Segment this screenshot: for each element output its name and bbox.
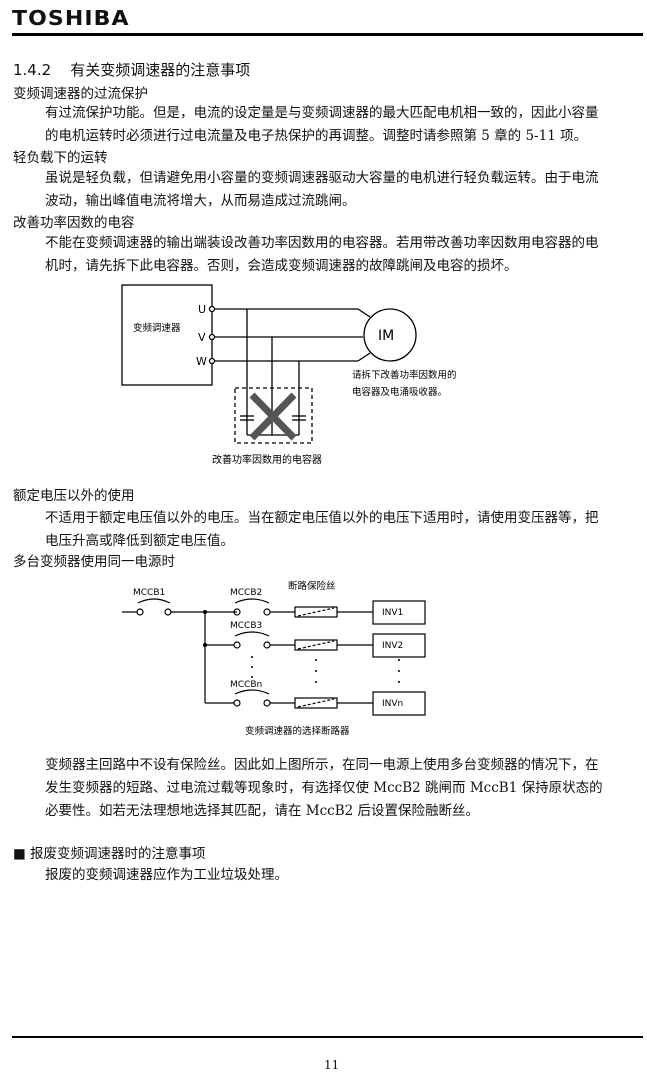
paragraph-line: 不能在变频调速器的输出端装设改善功率因数用的电容器。若用带改善功率因数用电容器的… [45, 235, 599, 251]
heading-multiple-inverters: 多台变频器使用同一电源时 [13, 554, 175, 570]
inv1-label: INV1 [382, 608, 403, 618]
breaker-part [294, 639, 338, 651]
paragraph-line: 报废的变频调速器应作为工业垃圾处理。 [45, 867, 288, 883]
inverter-label: 变频调速器 [133, 322, 181, 334]
paragraph-line: 变频器主回路中不设有保险丝。因此如上图所示，在同一电源上使用多台变频器的情况下，… [45, 757, 599, 773]
header-rule [12, 33, 643, 36]
paragraph-line: 虽说是轻负载，但请避免用小容量的变频调速器驱动大容量的电机进行轻负载运转。由于电… [45, 170, 599, 186]
breaker-diagram: MCCB1 MCCB2 MCCB3 MCCBn 断路保险丝 INV1 INV2 … [122, 580, 426, 737]
mccbn-label: MCCBn [230, 680, 262, 690]
breaker-part [263, 641, 271, 649]
mccb1-label: MCCB1 [133, 588, 165, 598]
heading-light-load: 轻负载下的运转 [13, 150, 108, 166]
diagram-caption: 改善功率因数用的电容器 [212, 453, 322, 466]
mccb3-label: MCCB3 [230, 621, 262, 631]
breaker-part [233, 699, 241, 707]
inverter-box [372, 600, 426, 625]
paragraph-line: 发生变频器的短路、过电流过载等现象时，有选择仅使 MccB2 跳闸而 MccB1… [45, 780, 603, 796]
diagram-caption: 变频调速器的选择断路器 [245, 725, 350, 737]
terminal-u: U [198, 303, 206, 316]
section-number: 1.4.2 [13, 61, 52, 79]
page-number: 11 [324, 1058, 340, 1072]
heading-overcurrent: 变频调速器的过流保护 [13, 86, 148, 102]
invn-label: INVn [382, 699, 403, 709]
terminal-w: W [196, 355, 207, 368]
cross-out-icon [249, 392, 297, 441]
motor-label: IM [378, 328, 394, 344]
heading-rated-voltage: 额定电压以外的使用 [13, 488, 135, 504]
toshiba-logo: TOSHIBA [12, 6, 130, 30]
paragraph-line: 电压升高或降低到额定电压值。 [45, 533, 234, 549]
paragraph-line: 有过流保护功能。但是，电流的设定量是与变频调速器的最大匹配电机相一致的，因此小容… [45, 105, 599, 121]
breaker-part [234, 631, 270, 637]
section-title: 1.4.2 有关变频调速器的注意事项 [13, 59, 250, 80]
capacitor-diagram: 变频调速器 U V W IM 请拆下改善功率因数用的 电容器及电涌吸收器。 改善… [121, 284, 457, 466]
fuse-label: 断路保险丝 [288, 580, 336, 592]
breaker-part [294, 697, 338, 709]
breaker-part [297, 607, 335, 617]
note-line: 电容器及电涌吸收器。 [352, 386, 447, 398]
terminal-v: V [198, 331, 206, 344]
paragraph-line: 必要性。如若无法理想地选择其匹配，请在 MccB2 后设置保险融断丝。 [45, 803, 480, 819]
breaker-part [297, 698, 335, 708]
breaker-part [234, 689, 270, 695]
breaker-part [233, 608, 241, 616]
paragraph-line: 的电机运转时必须进行过电流量及电子热保护的再调整。调整时请参照第 5 章的 5-… [45, 128, 588, 144]
heading-disposal: ■ 报废变频调速器时的注意事项 [13, 846, 206, 862]
breaker-part [234, 598, 270, 604]
inv2-label: INV2 [382, 641, 403, 651]
inverter-box [372, 633, 426, 658]
paragraph-line: 波动，输出峰值电流将增大，从而易造成过流跳闸。 [45, 193, 356, 209]
breaker-part [263, 608, 271, 616]
note-line: 请拆下改善功率因数用的 [352, 369, 457, 381]
breaker-part [233, 641, 241, 649]
paragraph-line: 机时，请先拆下此电容器。否则，会造成变频调速器的故障跳闸及电容的损坏。 [45, 258, 518, 274]
paragraph-line: 不适用于额定电压值以外的电压。当在额定电压值以外的电压下适用时，请使用变压器等，… [45, 510, 599, 526]
breaker-part [297, 640, 335, 650]
mccb2-label: MCCB2 [230, 588, 262, 598]
inverter-box [372, 691, 426, 716]
heading-power-factor: 改善功率因数的电容 [13, 215, 135, 231]
breaker-part [263, 699, 271, 707]
section-heading: 有关变频调速器的注意事项 [70, 61, 251, 79]
breaker-part [294, 606, 338, 618]
footer-rule [12, 1036, 643, 1038]
